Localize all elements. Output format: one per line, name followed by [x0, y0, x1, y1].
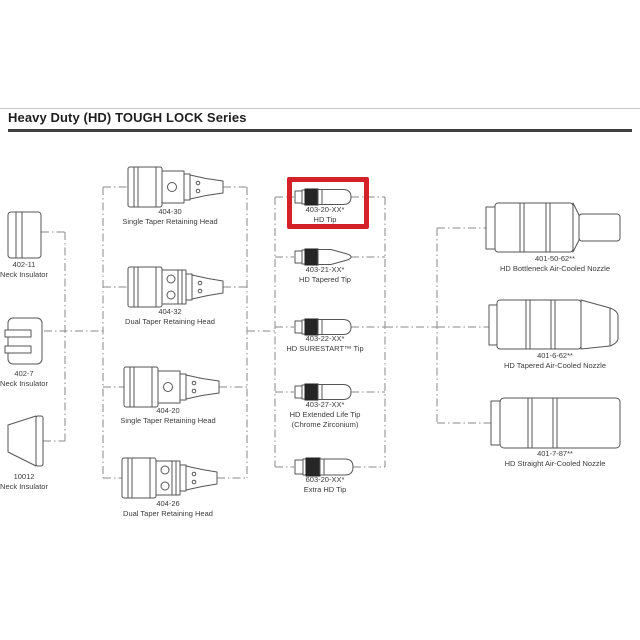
part-number-label: 603-20-XX* [305, 475, 345, 484]
part-402-11-neck-insulator [7, 211, 42, 259]
label-404-30: 404-30 Single Taper Retaining Head [100, 207, 240, 227]
part-number-label: 404-26 [156, 499, 180, 508]
label-403-20: 403-20-XX* HD Tip [260, 205, 390, 225]
label-401-6-62: 401-6-62** HD Tapered Air-Cooled Nozzle [465, 351, 640, 371]
part-number-label: 403-27-XX* [305, 400, 345, 409]
label-401-7-87: 401-7-87** HD Straight Air-Cooled Nozzle [465, 449, 640, 469]
part-name-label-2: (Chrome Zirconium) [291, 420, 359, 429]
part-403-21-hd-tapered-tip [294, 248, 352, 266]
part-401-6-62-tapered-nozzle [488, 299, 619, 350]
part-number-label: 402-7 [14, 369, 34, 378]
page-title: Heavy Duty (HD) TOUGH LOCK Series [8, 110, 247, 125]
part-404-30-single-taper-retaining-head [127, 166, 224, 208]
part-number-label: 403-22-XX* [305, 334, 345, 343]
label-403-22: 403-22-XX* HD SURESTART™ Tip [260, 334, 390, 354]
part-number-label: 10012 [13, 472, 35, 481]
part-number-label: 404-20 [156, 406, 180, 415]
part-name-label: HD Tip [313, 215, 337, 224]
label-403-21: 403-21-XX* HD Tapered Tip [260, 265, 390, 285]
part-name-label: Single Taper Retaining Head [122, 217, 218, 226]
highlight-box [287, 177, 369, 229]
label-402-11: 402-11 Neck Insulator [0, 260, 64, 280]
label-404-20: 404-20 Single Taper Retaining Head [98, 406, 238, 426]
part-403-27-hd-extended-life-tip [294, 383, 352, 401]
header-hairline [0, 108, 640, 109]
part-name-label: HD Tapered Air-Cooled Nozzle [504, 361, 606, 370]
part-number-label: 401-50-62** [534, 254, 576, 263]
part-number-label: 403-21-XX* [305, 265, 345, 274]
part-name-label: Neck Insulator [0, 379, 48, 388]
part-name-label: HD Bottleneck Air-Cooled Nozzle [499, 264, 611, 273]
part-name-label: Neck Insulator [0, 270, 48, 279]
label-404-26: 404-26 Dual Taper Retaining Head [98, 499, 238, 519]
part-403-22-hd-surestart-tip [294, 318, 352, 336]
part-404-26-dual-taper-retaining-head [121, 457, 218, 499]
label-401-50-62: 401-50-62** HD Bottleneck Air-Cooled Noz… [465, 254, 640, 274]
label-404-32: 404-32 Dual Taper Retaining Head [100, 307, 240, 327]
part-name-label: HD Straight Air-Cooled Nozzle [504, 459, 606, 468]
part-name-label: Neck Insulator [0, 482, 48, 491]
label-403-27: 403-27-XX* HD Extended Life Tip (Chrome … [260, 400, 390, 430]
label-10012: 10012 Neck Insulator [0, 472, 64, 492]
part-401-50-62-bottleneck-nozzle [485, 202, 621, 253]
part-name-label: HD SURESTART™ Tip [286, 344, 364, 353]
connector-dashed-lines [41, 186, 491, 479]
part-name-label: Single Taper Retaining Head [120, 416, 216, 425]
part-name-label: HD Extended Life Tip [289, 410, 361, 419]
part-number-label: 401-6-62** [537, 351, 573, 360]
part-10012-neck-insulator [7, 415, 44, 467]
label-402-7: 402-7 Neck Insulator [0, 369, 64, 389]
part-603-20-extra-hd-tip [294, 457, 354, 477]
part-name-label: Extra HD Tip [303, 485, 347, 494]
title-underline [8, 129, 632, 132]
part-name-label: Dual Taper Retaining Head [123, 509, 213, 518]
part-402-7-neck-insulator [4, 317, 43, 365]
part-404-32-dual-taper-retaining-head [127, 266, 224, 308]
part-name-label: HD Tapered Tip [299, 275, 351, 284]
part-number-label: 402-11 [12, 260, 36, 269]
part-name-label: Dual Taper Retaining Head [125, 317, 215, 326]
part-number-label: 403-20-XX* [305, 205, 345, 214]
part-404-20-single-taper-retaining-head [123, 366, 220, 408]
part-number-label: 401-7-87** [537, 449, 573, 458]
part-number-label: 404-30 [158, 207, 182, 216]
part-401-7-87-straight-nozzle [490, 397, 621, 449]
label-603-20: 603-20-XX* Extra HD Tip [260, 475, 390, 495]
part-number-label: 404-32 [158, 307, 182, 316]
